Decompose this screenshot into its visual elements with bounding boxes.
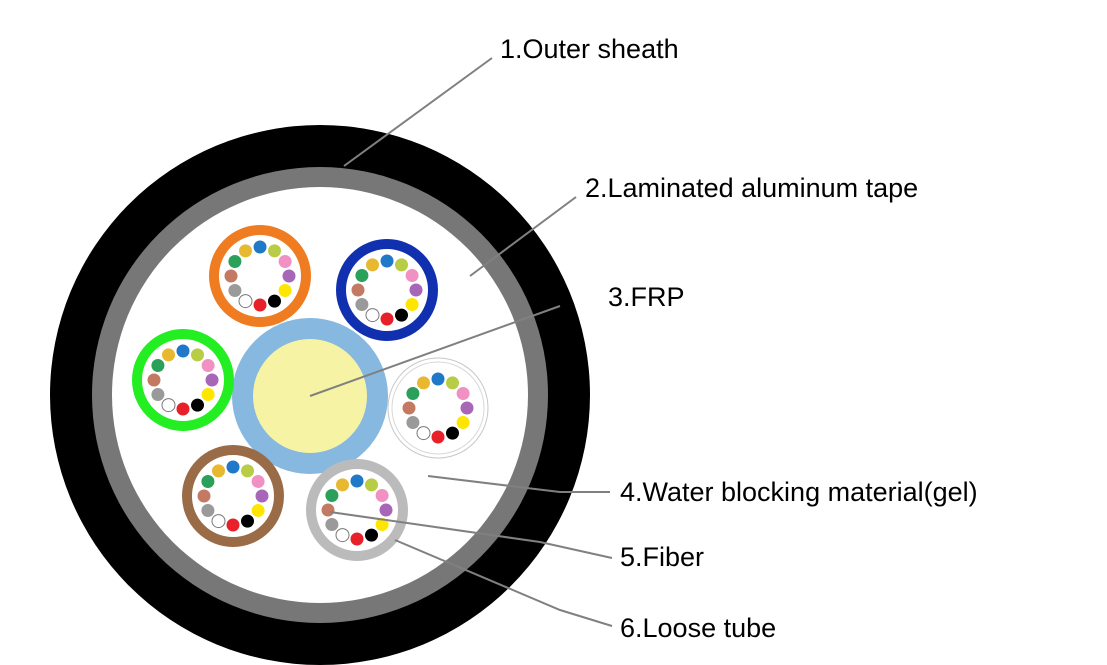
fiber [431,372,445,386]
loose-tube-wall [132,329,234,431]
fiber [406,416,420,429]
fiber [365,478,378,492]
fiber [417,376,430,390]
fiber [325,518,339,531]
leader-line-fiber [329,511,613,559]
fiber [365,308,380,323]
leader-line-frp [309,305,561,397]
fiber [282,269,296,283]
fiber [211,514,226,529]
fiber [226,460,240,474]
label-frp: 3.FRP [608,282,685,312]
fiber [239,244,252,258]
label-loose-tube: 6.Loose tube [620,613,776,643]
loose-tube-wall [336,239,438,341]
fiber [456,387,470,400]
label-outer-sheath: 1.Outer sheath [500,34,679,64]
loose-tube-grey [306,459,408,561]
fiber [241,464,254,478]
fiber [253,240,267,254]
fiber [350,532,364,546]
loose-tube-white [387,357,489,459]
leader-line-water-blocking [427,475,610,493]
loose-tube-brown [182,445,284,547]
fiber [255,489,269,503]
loose-tube-wall [306,459,408,561]
loose-tubes-group [132,225,489,561]
label-water-blocking-material: 4.Water blocking material(gel) [620,477,978,507]
fiber [176,402,190,416]
fiber [201,475,215,488]
loose-tube-orange [209,225,311,327]
fiber [278,284,292,297]
fiber [350,474,364,488]
loose-tube-green [132,329,234,431]
fiber [416,426,431,441]
loose-tube-wall [209,225,311,327]
fiber [201,388,215,401]
fiber [161,398,176,413]
label-fiber: 5.Fiber [620,542,704,572]
fiber [191,398,204,412]
fiber [355,298,369,311]
fiber [278,255,292,268]
loose-tube-wall [387,357,489,459]
fiber [335,528,350,543]
fiber [241,514,254,528]
fiber [379,503,393,517]
fiber [238,294,253,309]
fiber [355,269,369,282]
fiber [380,254,394,268]
fiber [226,518,240,532]
label-laminated-aluminum-tape: 2.Laminated aluminum tape [585,173,918,203]
fiber [191,348,204,362]
fiber [268,244,281,258]
fiber [228,255,242,268]
fiber [402,401,416,415]
fiber [251,504,265,517]
fiber [201,504,215,517]
loose-tube-blue [336,239,438,341]
fiber [336,478,349,492]
fiber [228,284,242,297]
fiber [268,294,281,308]
fiber [162,348,175,362]
leader-line-aluminum-tape [469,196,577,277]
fiber [321,503,335,517]
loose-tube-wall [182,445,284,547]
fiber [446,376,459,390]
fiber [147,373,161,387]
fiber [176,344,190,358]
fiber [431,430,445,444]
fiber [205,373,219,387]
fiber [375,489,389,502]
fiber [253,298,267,312]
leader-line-outer-sheath [343,57,493,167]
leader-line-loose-tube [394,539,613,627]
fiber [460,401,474,415]
fiber [405,269,419,282]
loose-tube-inner-wall [391,361,485,455]
fiber [395,258,408,272]
fiber [325,489,339,502]
fiber [406,387,420,400]
fiber [151,359,165,372]
fiber [201,359,215,372]
fiber [212,464,225,478]
fiber [395,308,408,322]
fiber [405,298,419,311]
fiber [351,283,365,297]
fiber [380,312,394,326]
fiber [151,388,165,401]
fiber [366,258,379,272]
fiber [446,426,459,440]
fiber [224,269,238,283]
fiber [251,475,265,488]
fiber [375,518,389,531]
fiber [409,283,423,297]
fiber [365,528,378,542]
fiber [456,416,470,429]
fiber [197,489,211,503]
